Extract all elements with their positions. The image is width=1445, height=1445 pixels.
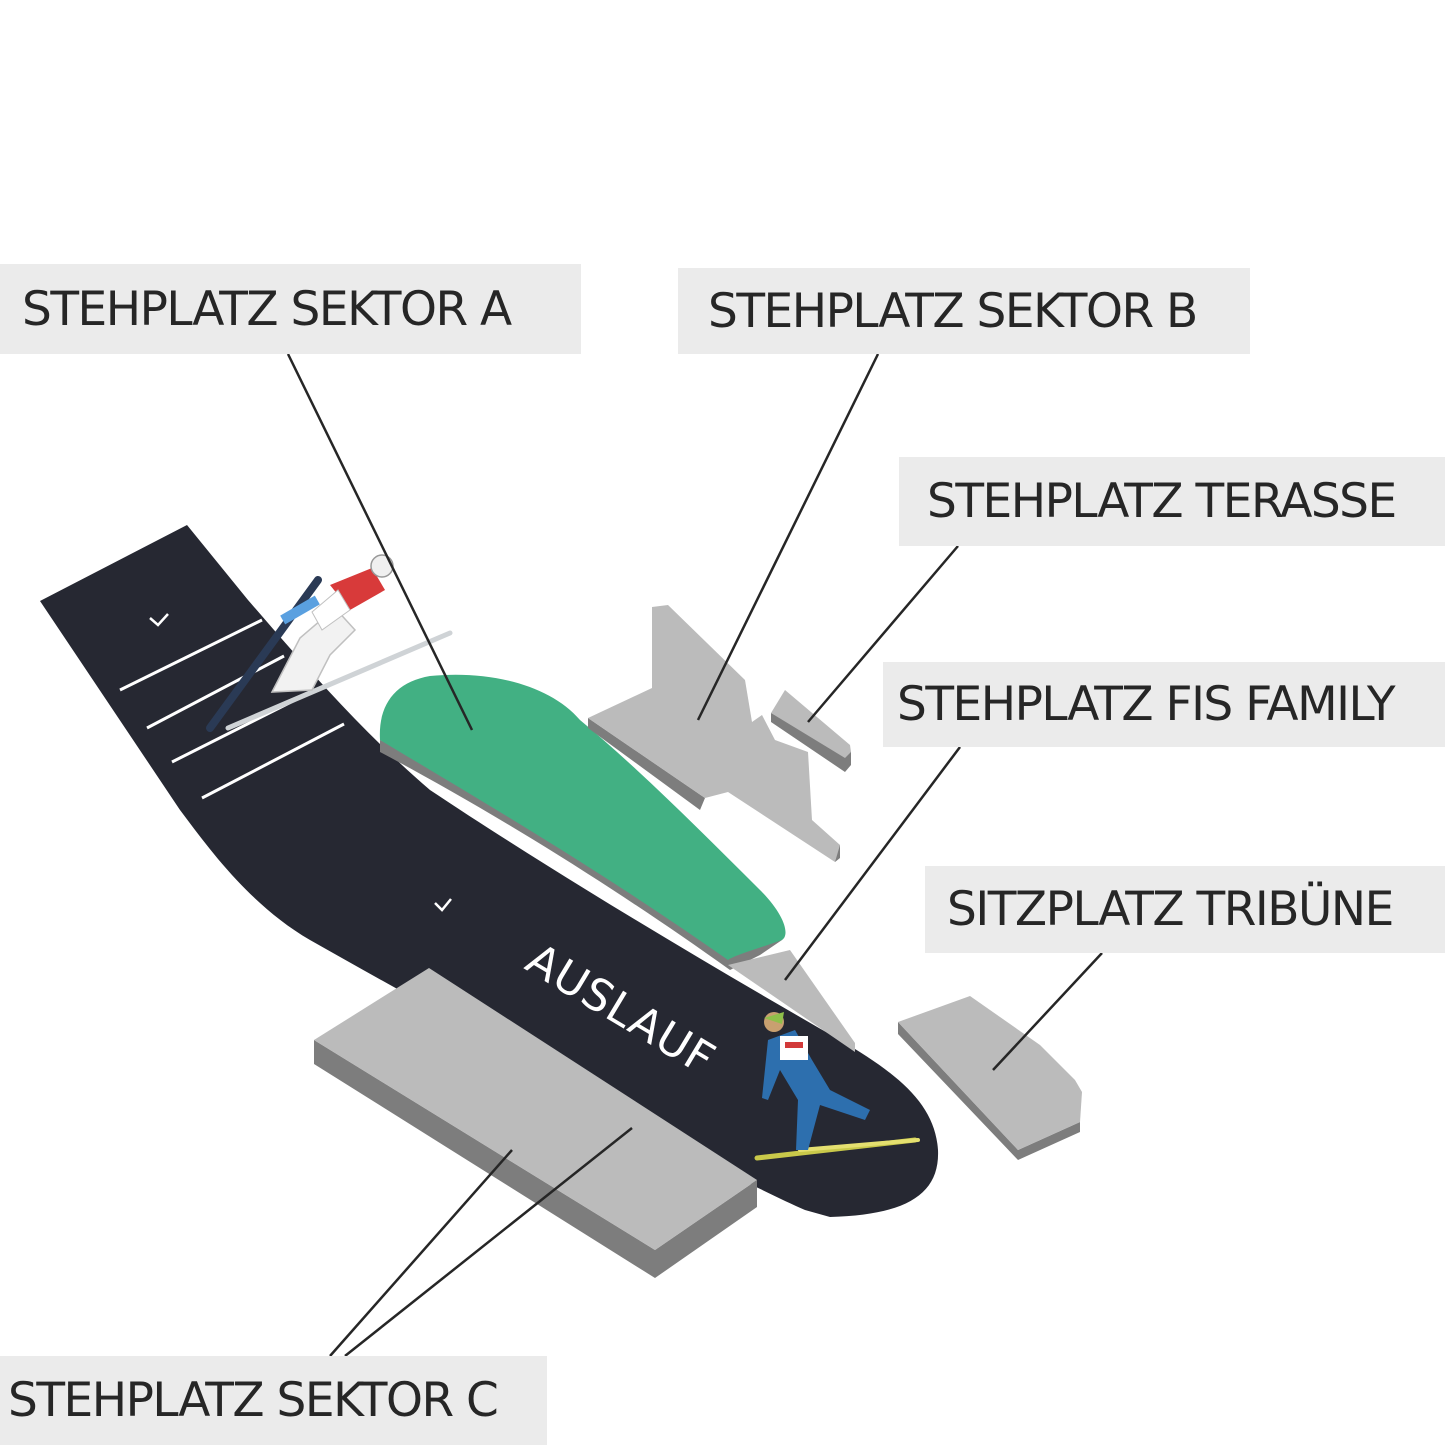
zone-fis-family-top [728,950,855,1052]
label-sektor-c[interactable]: STEHPLATZ SEKTOR C [0,1356,547,1445]
zone-fis-family[interactable] [728,950,855,1052]
label-fis-family[interactable]: STEHPLATZ FIS FAMILY [883,662,1445,747]
leader-line-sektor-b [696,353,880,721]
label-tribuene[interactable]: SITZPLATZ TRIBÜNE [925,866,1445,953]
leader-line-sektor-a [286,353,474,731]
zone-tribuene-top [898,996,1082,1150]
chevron-down-icon [434,898,452,912]
label-terasse[interactable]: STEHPLATZ TERASSE [899,457,1445,546]
leader-lines [286,353,1103,1357]
zone-sektor-b-top [588,605,840,862]
leader-line-tribuene [992,952,1103,1071]
zone-sektor-a-top [379,674,786,960]
zone-terasse-side [771,713,851,772]
leader-line-fis-family [784,746,961,981]
leader-line-terasse [807,545,959,723]
hill-surface [40,525,939,1217]
ski-jumper-landing-icon [754,1012,920,1161]
zone-terasse[interactable] [771,690,851,772]
zone-sektor-c[interactable] [314,968,757,1278]
leader-line-sektor-c-1 [329,1149,513,1357]
ski-jumper-flight-icon [206,554,453,732]
zone-sektor-b[interactable] [588,605,840,862]
chevron-down-icon [149,613,169,627]
label-sektor-b[interactable]: STEHPLATZ SEKTOR B [678,268,1250,354]
label-sektor-a[interactable]: STEHPLATZ SEKTOR A [0,264,581,354]
leader-line-sektor-c-2 [344,1127,633,1357]
zone-sektor-a[interactable] [379,674,786,970]
zone-tribuene[interactable] [898,996,1082,1160]
zone-terasse-top [771,690,851,758]
zone-sektor-c-top [314,968,757,1250]
